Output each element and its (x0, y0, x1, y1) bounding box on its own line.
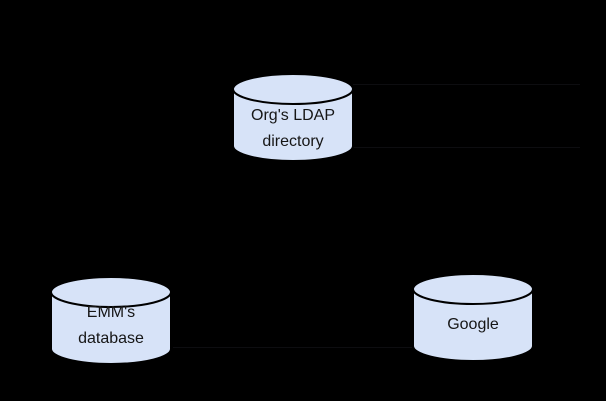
node-label: Google (411, 273, 535, 363)
connector-ldap-right-bottom (353, 147, 580, 148)
connector-emm-google (173, 347, 412, 348)
node-label-line: directory (262, 133, 324, 150)
connector-ldap-right-top (353, 84, 580, 85)
node-label-line: EMM's (86, 304, 136, 321)
node-google: Google (411, 273, 535, 363)
database-cylinder-icon (50, 276, 172, 365)
node-label-line: Org's LDAP (251, 107, 335, 124)
database-cylinder-icon (412, 273, 534, 362)
node-label: Org's LDAP directory (231, 73, 355, 163)
node-orgs-ldap-directory: Org's LDAP directory (231, 73, 355, 163)
database-cylinder-icon (232, 73, 354, 162)
node-label-line: Google (447, 316, 499, 333)
node-emms-database: EMM's database (49, 276, 173, 366)
node-label: EMM's database (49, 276, 173, 366)
node-label-line: database (78, 330, 144, 347)
